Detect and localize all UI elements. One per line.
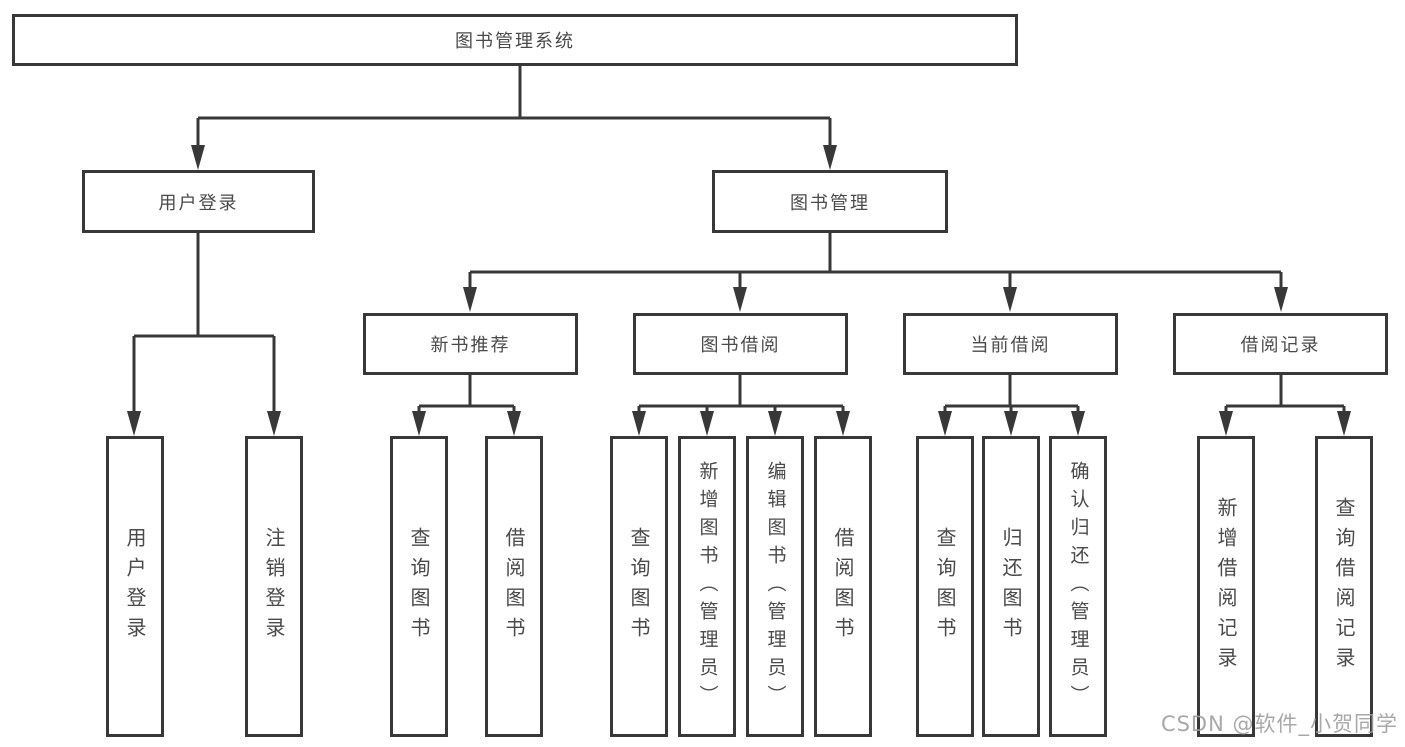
leaf-return-books: 归还图书: [982, 436, 1040, 737]
leaf-label: 新增图书（管理员）: [696, 460, 719, 713]
leaf-borrow-books-recommend: 借阅图书: [485, 436, 543, 737]
node-book-management-branch: 图书管理: [712, 170, 948, 233]
leaf-query-books-recommend: 查询图书: [390, 436, 448, 737]
node-current-borrowing: 当前借阅: [903, 313, 1118, 375]
leaf-label: 新增借阅记录: [1214, 496, 1238, 677]
node-label: 用户登录: [158, 192, 239, 214]
node-library-management-system: 图书管理系统: [12, 14, 1018, 66]
node-borrowing-records: 借阅记录: [1173, 313, 1388, 375]
leaf-label: 编辑图书（管理员）: [764, 460, 787, 713]
leaf-label: 借阅图书: [502, 526, 526, 647]
csdn-watermark: CSDN @软件_小贺同学: [1160, 712, 1398, 736]
leaf-query-borrow-record: 查询借阅记录: [1315, 436, 1373, 737]
leaf-confirm-return-admin: 确认归还（管理员）: [1049, 436, 1107, 737]
leaf-label: 查询图书: [407, 526, 431, 647]
leaf-label: 查询图书: [627, 526, 651, 647]
leaf-add-book-admin: 新增图书（管理员）: [678, 436, 736, 737]
node-label: 新书推荐: [430, 335, 511, 356]
node-label: 图书借阅: [700, 335, 781, 356]
node-user-login-branch: 用户登录: [82, 170, 315, 233]
leaf-label: 查询图书: [933, 526, 957, 647]
leaf-logout: 注销登录: [245, 436, 303, 737]
leaf-add-borrow-record: 新增借阅记录: [1197, 436, 1255, 737]
leaf-label: 确认归还（管理员）: [1067, 460, 1090, 713]
leaf-borrow-books-borrowing: 借阅图书: [814, 436, 872, 737]
node-book-borrowing: 图书借阅: [633, 313, 848, 375]
node-label: 图书管理: [790, 192, 870, 214]
leaf-query-books-current: 查询图书: [916, 436, 974, 737]
leaf-label: 注销登录: [262, 526, 286, 647]
leaf-label: 借阅图书: [831, 526, 855, 647]
node-label: 当前借阅: [970, 335, 1051, 356]
leaf-user-login: 用户登录: [106, 436, 164, 737]
leaf-label: 归还图书: [999, 526, 1023, 647]
node-new-book-recommendation: 新书推荐: [363, 313, 578, 375]
leaf-label: 用户登录: [123, 526, 147, 647]
leaf-label: 查询借阅记录: [1332, 496, 1356, 677]
node-label: 图书管理系统: [455, 31, 575, 52]
leaf-edit-book-admin: 编辑图书（管理员）: [746, 436, 804, 737]
node-label: 借阅记录: [1240, 335, 1321, 356]
leaf-query-books-borrowing: 查询图书: [610, 436, 668, 737]
